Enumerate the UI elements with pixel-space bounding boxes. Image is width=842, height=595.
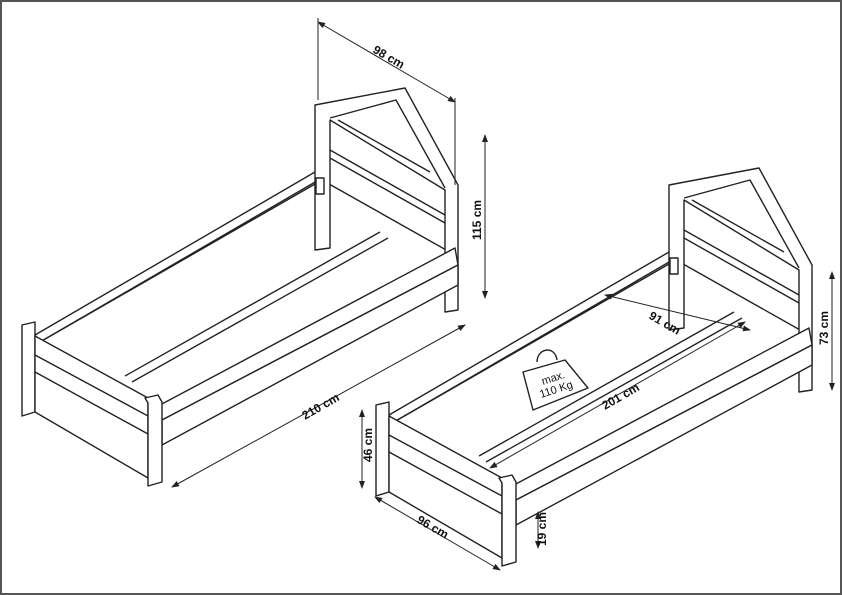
- dim-label-73: 73 cm: [817, 311, 831, 345]
- dim-label-210: 210 cm: [300, 390, 342, 422]
- dim-line-98: [317, 21, 456, 103]
- dim-label-115: 115 cm: [470, 200, 484, 240]
- dim-line-210: [171, 324, 466, 488]
- dim-label-46: 46 cm: [361, 428, 375, 462]
- dim-line-96: [374, 496, 501, 571]
- dim-label-19: 19 cm: [535, 512, 549, 546]
- dim-line-201: [489, 321, 746, 469]
- bed-right: [375, 167, 813, 567]
- dim-label-98: 98 cm: [371, 42, 407, 71]
- weight-bag-icon: max. 110 Kg: [522, 349, 589, 411]
